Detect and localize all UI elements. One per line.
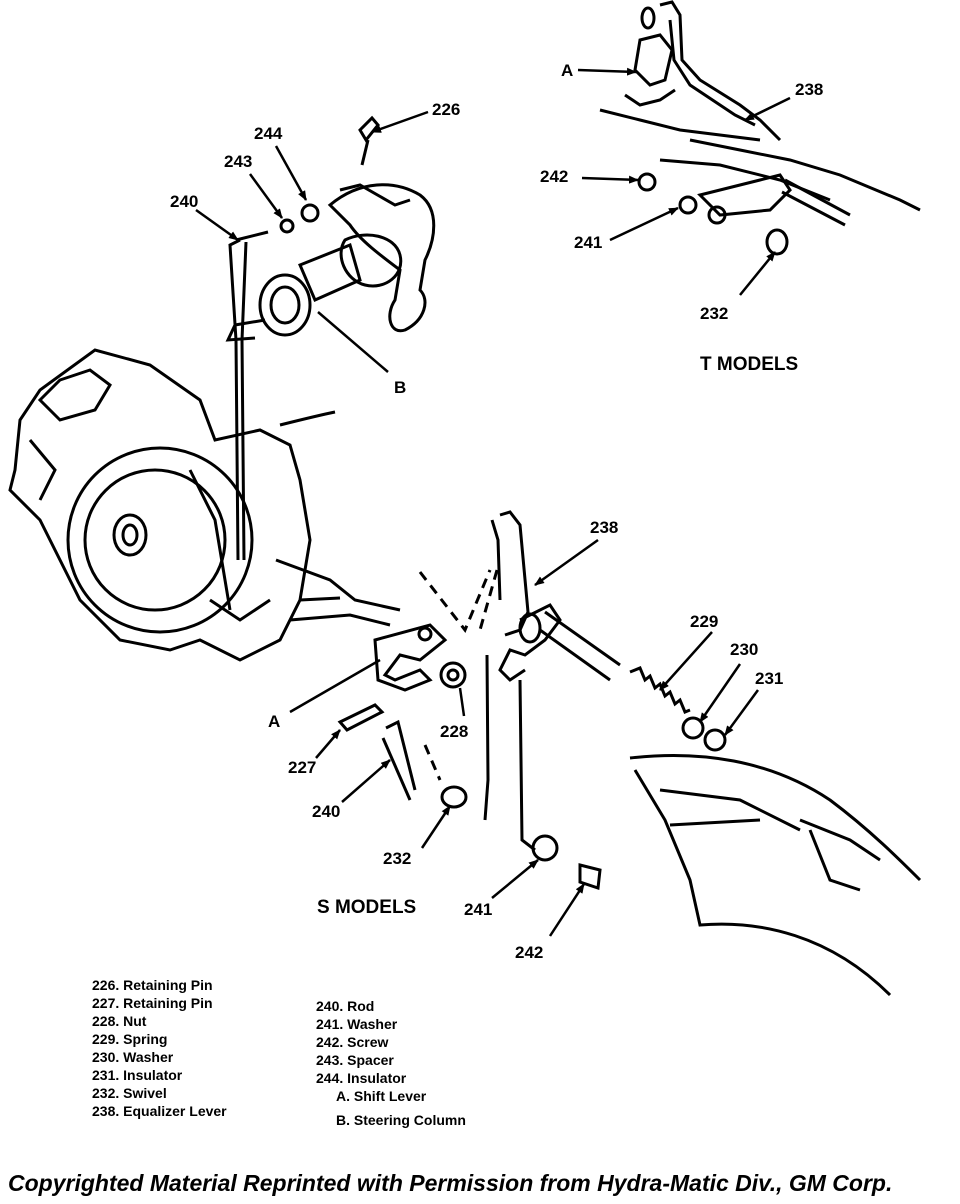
legend-item: 228. Nut	[92, 1013, 147, 1029]
legend-item: 242. Screw	[316, 1034, 389, 1050]
legend-item: 229. Spring	[92, 1031, 168, 1047]
floor-panel-drawing	[629, 753, 922, 997]
s-models-title: S MODELS	[317, 897, 417, 918]
legend-item: 241. Washer	[316, 1016, 398, 1032]
legend-left: 226. Retaining Pin 227. Retaining Pin 22…	[92, 976, 227, 1120]
rod-upper-drawing	[228, 230, 269, 561]
callout-231: 231	[755, 669, 784, 688]
callout-244: 244	[254, 124, 283, 143]
callout-241-t-models: 241	[574, 233, 603, 252]
callout-B: B	[394, 378, 407, 397]
legend-item: 232. Swivel	[92, 1085, 167, 1101]
callout-242-t-models: 242	[540, 167, 569, 186]
callout-232-t-models: 232	[700, 304, 729, 323]
callout-242-s-models: 242	[515, 943, 544, 962]
s-models-linkage-drawing	[337, 510, 727, 891]
callout-226: 226	[432, 100, 461, 119]
callout-238-s-models: 238	[590, 518, 619, 537]
legend-item: 238. Equalizer Lever	[92, 1103, 227, 1119]
callout-A-s-models: A	[268, 712, 281, 731]
legend-item: 240. Rod	[316, 998, 375, 1014]
legend-item: 244. Insulator	[316, 1070, 407, 1086]
callout-232-s-models: 232	[383, 849, 412, 868]
legend-item: 227. Retaining Pin	[92, 995, 213, 1011]
legend-item: 230. Washer	[92, 1049, 174, 1065]
callout-240-upper: 240	[170, 192, 199, 211]
t-models-title: T MODELS	[700, 354, 799, 375]
steering-column-drawing	[225, 115, 436, 342]
callout-238-t-models: 238	[795, 80, 824, 99]
legend-item: 243. Spacer	[316, 1052, 394, 1068]
legend-item: 231. Insulator	[92, 1067, 183, 1083]
leader-arrows	[195, 67, 791, 937]
callout-A-t-models: A	[561, 61, 574, 80]
legend-item: 226. Retaining Pin	[92, 977, 213, 993]
legend-item: B. Steering Column	[336, 1112, 466, 1128]
callout-230: 230	[730, 640, 759, 659]
callout-228: 228	[440, 722, 469, 741]
legend-item: A. Shift Lever	[336, 1088, 427, 1104]
callout-227: 227	[288, 758, 317, 777]
callout-240-s-models: 240	[312, 802, 341, 821]
callout-243: 243	[224, 152, 253, 171]
transmission-drawing	[8, 348, 401, 662]
callout-241-s-models: 241	[464, 900, 493, 919]
t-models-drawing	[599, 0, 921, 256]
callout-229: 229	[690, 612, 719, 631]
copyright-notice: Copyrighted Material Reprinted with Perm…	[8, 1170, 893, 1196]
legend-right: 240. Rod 241. Washer 242. Screw 243. Spa…	[316, 997, 466, 1129]
